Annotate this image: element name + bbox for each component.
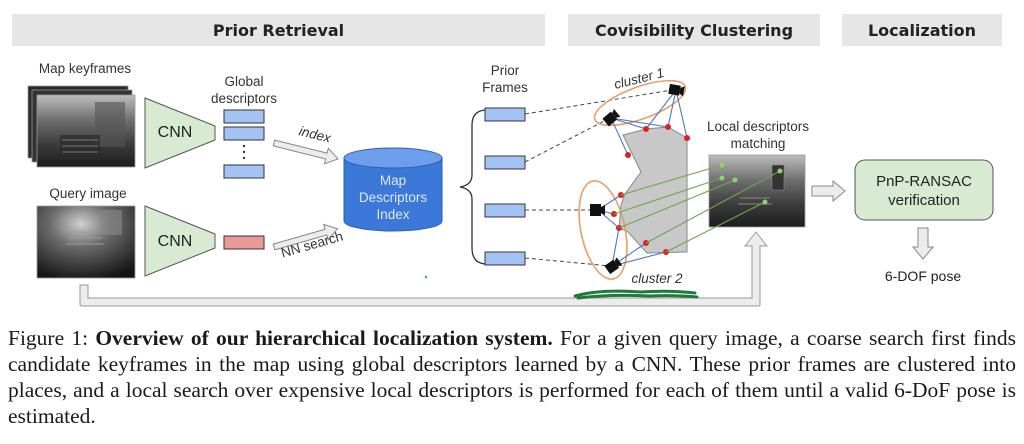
pnp-ransac-label: PnP-RANSAC verification <box>855 172 993 210</box>
label-line: Descriptors <box>358 190 428 205</box>
prior-frames-brace <box>459 109 488 265</box>
label-line: verification <box>888 192 960 209</box>
diagram-canvas <box>27 79 994 307</box>
landmark-point <box>625 152 631 158</box>
arrow-down-icon <box>911 227 935 260</box>
pnp-ransac-box <box>854 159 994 221</box>
label-line: Global <box>224 74 264 89</box>
global-descriptor <box>223 126 265 141</box>
prior-frame <box>484 155 526 170</box>
map-descriptors-database-icon <box>343 147 443 232</box>
prior-frame-links <box>524 89 673 267</box>
label-line: Index <box>376 207 410 222</box>
label-line: matching <box>730 136 786 151</box>
green-scribble <box>573 289 699 300</box>
prior-frame <box>484 107 526 122</box>
stage-header-covisibility-clustering: Covisibility Clustering <box>568 14 820 46</box>
label-line: descriptors <box>210 91 278 106</box>
landmark-point <box>684 135 690 141</box>
query-image <box>36 205 136 279</box>
global-descriptor <box>223 164 265 179</box>
stage-title: Covisibility Clustering <box>594 20 794 40</box>
nn-search-arrow-icon <box>272 223 339 251</box>
label-line: PnP-RANSAC <box>876 173 972 190</box>
stage-title: Prior Retrieval <box>212 20 345 40</box>
cnn-label-top: CNN <box>157 124 193 141</box>
match-keypoints <box>719 162 783 205</box>
pose-output-label: 6-DOF pose <box>884 268 962 284</box>
database-label: Map Descriptors Index <box>344 172 442 223</box>
camera-icon <box>602 109 621 127</box>
landmark-point <box>665 124 671 130</box>
cluster-2-ellipse <box>578 180 628 280</box>
label-line: Local descriptors <box>706 119 810 134</box>
stage-title: Localization <box>867 20 977 40</box>
global-descriptors-label: Global descriptors <box>204 73 284 107</box>
stage-header-localization: Localization <box>842 14 1002 46</box>
figure-caption: Figure 1: Overview of our hierarchical l… <box>8 325 1016 429</box>
cnn-encoder-query <box>144 205 216 277</box>
global-descriptors <box>223 109 265 179</box>
camera-icon <box>604 257 623 275</box>
descriptor-match-lines <box>613 164 781 253</box>
stage-header-prior-retrieval: Prior Retrieval <box>12 14 545 46</box>
map-keyframes-label: Map keyframes <box>38 61 132 76</box>
scene-structure <box>618 126 688 254</box>
label-line: Prior <box>490 63 520 78</box>
figure-label: Figure 1: <box>8 326 96 350</box>
landmark-points <box>611 124 690 255</box>
arrow-right-icon <box>811 179 846 203</box>
prior-frame <box>484 203 526 218</box>
caption-body: For a given query image, a coarse search… <box>8 326 1017 428</box>
cnn-encoder-map <box>144 97 216 169</box>
query-global-descriptor <box>223 235 265 250</box>
landmark-point <box>643 126 649 132</box>
query-image-label: Query image <box>49 186 127 201</box>
stray-dot <box>424 275 428 279</box>
camera-icon <box>668 83 685 97</box>
camera-icons <box>590 83 685 275</box>
global-descriptor <box>223 109 265 124</box>
label-line: Map <box>379 173 407 188</box>
label-line: Frames <box>482 80 528 95</box>
local-matching-label: Local descriptors matching <box>698 118 818 152</box>
map-keyframes-stack <box>27 85 136 168</box>
prior-frames <box>484 107 526 266</box>
cnn-label-bottom: CNN <box>157 233 193 250</box>
cluster-2-label: cluster 2 <box>631 271 683 286</box>
camera-icon <box>590 204 605 216</box>
index-arrow-icon <box>272 139 339 165</box>
system-overview-figure: Prior Retrieval Covisibility Clustering … <box>12 14 1002 307</box>
query-feedback-arrow-icon <box>79 231 769 307</box>
prior-frames-label: Prior Frames <box>475 62 535 96</box>
caption-title: Overview of our hierarchical localizatio… <box>95 326 560 350</box>
prior-frame <box>484 251 526 266</box>
cluster-1-ellipse <box>593 79 687 127</box>
